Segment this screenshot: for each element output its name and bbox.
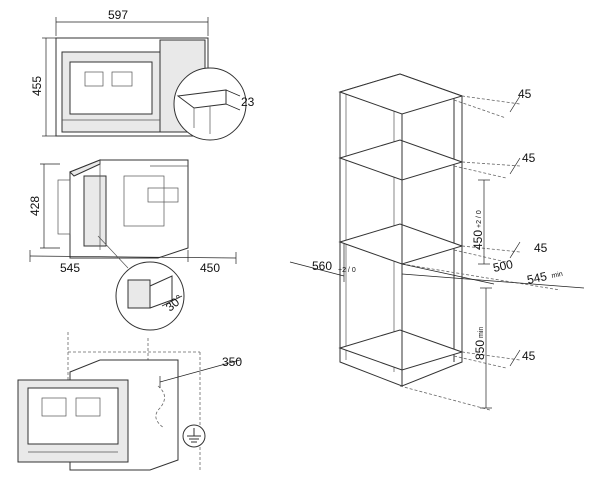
dim-cab-niche-width-tol: +2 / 0 xyxy=(338,267,356,274)
dim-cab-niche-width: 560 xyxy=(312,259,332,273)
dim-cab-shelf-bottom: 45 xyxy=(522,349,536,363)
installation-view: 350 xyxy=(17,332,242,471)
dim-cab-niche-depth: 500 xyxy=(492,257,515,275)
detail-circle-frame xyxy=(173,67,247,141)
cabinet-view: 45 45 45 45 450 +2 / 0 560 +2 / 0 500 54… xyxy=(289,73,585,411)
dim-appliance-width: 597 xyxy=(108,8,128,22)
dim-install-depth: 350 xyxy=(222,355,242,369)
dim-frame-depth: 23 xyxy=(241,95,255,109)
dim-cab-floor-height-sub: min xyxy=(478,327,485,338)
front-view: 597 455 23 xyxy=(30,8,255,141)
dim-cab-depth-sub: min xyxy=(551,271,564,280)
dim-cab-niche-height: 450 xyxy=(471,230,485,250)
dim-side-depth: 545 xyxy=(60,261,80,275)
shelf-bottom xyxy=(338,329,464,371)
dim-cab-niche-depth-side: 45 xyxy=(534,241,548,255)
dim-appliance-height: 455 xyxy=(30,76,44,96)
side-view: 428 545 450 30° xyxy=(28,159,237,331)
shelf-top xyxy=(338,73,464,115)
dim-side-height: 428 xyxy=(28,196,42,216)
dim-cab-shelf-mid: 45 xyxy=(522,151,536,165)
dim-cab-floor-height: 850 xyxy=(473,340,487,360)
dim-cab-shelf-top: 45 xyxy=(518,87,532,101)
dim-cab-niche-height-tol: +2 / 0 xyxy=(476,210,483,228)
shelf-middle xyxy=(338,223,464,265)
dim-side-front: 450 xyxy=(200,261,220,275)
dim-cab-depth: 545 xyxy=(526,269,549,287)
shelf-upper xyxy=(338,139,464,181)
